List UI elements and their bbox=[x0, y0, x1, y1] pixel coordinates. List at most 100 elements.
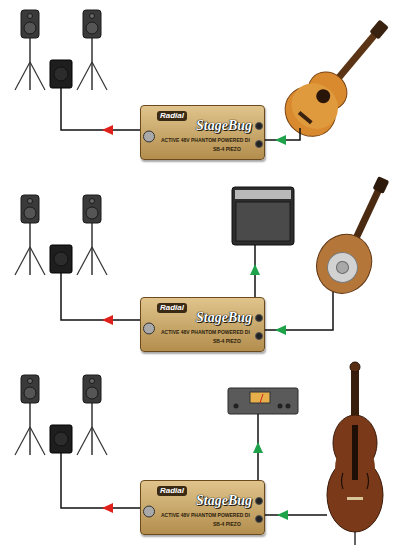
tweeter bbox=[90, 14, 95, 19]
pa-speaker bbox=[15, 195, 45, 275]
resonator-cap bbox=[334, 259, 350, 275]
guitar-amplifier bbox=[232, 187, 294, 245]
monitor-woofer bbox=[54, 67, 68, 81]
tuner-needle bbox=[260, 394, 263, 403]
tuner-body bbox=[228, 388, 298, 414]
stand-leg bbox=[15, 62, 30, 90]
monitor-cabinet bbox=[50, 245, 72, 273]
di-box: RadialStageBugACTIVE 48V PHANTOM POWERED… bbox=[140, 480, 265, 535]
product-spec: ACTIVE 48V PHANTOM POWERED DI bbox=[161, 138, 250, 143]
stand-leg bbox=[30, 62, 45, 90]
woofer bbox=[86, 387, 98, 399]
signal-cable bbox=[61, 453, 140, 508]
stand-leg bbox=[77, 62, 92, 90]
monitor-speaker bbox=[50, 245, 72, 273]
signal-cable bbox=[265, 292, 333, 330]
bass-fingerboard bbox=[352, 425, 358, 480]
di-box: RadialStageBugACTIVE 48V PHANTOM POWERED… bbox=[140, 297, 265, 352]
model-number: SB-4 PIEZO bbox=[213, 522, 241, 527]
stand-leg bbox=[92, 247, 107, 275]
model-number: SB-4 PIEZO bbox=[213, 147, 241, 152]
stand-leg bbox=[77, 247, 92, 275]
product-name: StageBug bbox=[196, 311, 252, 325]
stand-leg bbox=[15, 427, 30, 455]
resonator-cone bbox=[323, 248, 363, 288]
speaker-cabinet bbox=[83, 10, 101, 38]
tweeter bbox=[90, 379, 95, 384]
guitar-body bbox=[307, 225, 381, 302]
input-jack bbox=[256, 498, 263, 505]
tuner-knob bbox=[278, 404, 283, 409]
pa-speaker bbox=[15, 375, 45, 455]
woofer bbox=[24, 387, 36, 399]
signal-arrow bbox=[102, 315, 113, 325]
stand-leg bbox=[92, 427, 107, 455]
woofer bbox=[86, 22, 98, 34]
thru-jack bbox=[256, 333, 263, 340]
product-name: StageBug bbox=[196, 494, 252, 508]
tweeter bbox=[90, 199, 95, 204]
monitor-woofer bbox=[54, 252, 68, 266]
amp-cabinet bbox=[232, 187, 294, 245]
product-spec: ACTIVE 48V PHANTOM POWERED DI bbox=[161, 330, 250, 335]
pa-speaker bbox=[77, 375, 107, 455]
pa-speaker bbox=[77, 10, 107, 90]
brand-logo: Radial bbox=[157, 486, 187, 496]
signal-arrow bbox=[277, 510, 288, 520]
monitor-speaker bbox=[50, 60, 72, 88]
xlr-output bbox=[144, 506, 155, 517]
stand-leg bbox=[30, 427, 45, 455]
guitar-bridge bbox=[298, 111, 313, 124]
signal-cable bbox=[61, 88, 140, 130]
tweeter bbox=[28, 14, 33, 19]
xlr-output bbox=[144, 131, 155, 142]
speaker-cabinet bbox=[83, 195, 101, 223]
stand-leg bbox=[15, 247, 30, 275]
input-jack bbox=[256, 315, 263, 322]
signal-arrow bbox=[102, 503, 113, 513]
signal-arrow bbox=[275, 135, 286, 145]
product-name: StageBug bbox=[196, 119, 252, 133]
signal-arrow bbox=[275, 325, 286, 335]
input-jack bbox=[256, 123, 263, 130]
product-spec: ACTIVE 48V PHANTOM POWERED DI bbox=[161, 513, 250, 518]
guitar-neck bbox=[352, 188, 382, 241]
model-number: SB-4 PIEZO bbox=[213, 339, 241, 344]
brand-logo: Radial bbox=[157, 303, 187, 313]
tuner-pedal bbox=[228, 388, 298, 414]
bass-endpin bbox=[354, 531, 356, 545]
thru-jack bbox=[256, 516, 263, 523]
monitor-cabinet bbox=[50, 60, 72, 88]
bass-bridge bbox=[347, 497, 363, 500]
signal-cable bbox=[265, 514, 327, 516]
monitor-woofer bbox=[54, 432, 68, 446]
thru-jack bbox=[256, 141, 263, 148]
signal-cable bbox=[61, 273, 140, 320]
pa-speaker bbox=[77, 195, 107, 275]
brand-logo: Radial bbox=[157, 111, 187, 121]
di-box: RadialStageBugACTIVE 48V PHANTOM POWERED… bbox=[140, 105, 265, 160]
stand-leg bbox=[92, 62, 107, 90]
tuner-knob bbox=[234, 404, 239, 409]
monitor-cabinet bbox=[50, 425, 72, 453]
woofer bbox=[24, 22, 36, 34]
tweeter bbox=[28, 379, 33, 384]
upright-bass bbox=[327, 362, 383, 545]
guitar-top bbox=[282, 74, 347, 139]
signal-arrow bbox=[253, 442, 263, 453]
amp-panel bbox=[235, 190, 291, 199]
woofer bbox=[24, 207, 36, 219]
guitar-headstock bbox=[369, 20, 388, 40]
stand-leg bbox=[30, 247, 45, 275]
pa-speaker bbox=[15, 10, 45, 90]
tweeter bbox=[28, 199, 33, 204]
resonator-guitar bbox=[307, 167, 400, 302]
sound-hole bbox=[313, 86, 333, 106]
f-hole bbox=[342, 473, 344, 489]
monitor-speaker bbox=[50, 425, 72, 453]
tuner-meter bbox=[250, 392, 270, 403]
speaker-cabinet bbox=[21, 10, 39, 38]
